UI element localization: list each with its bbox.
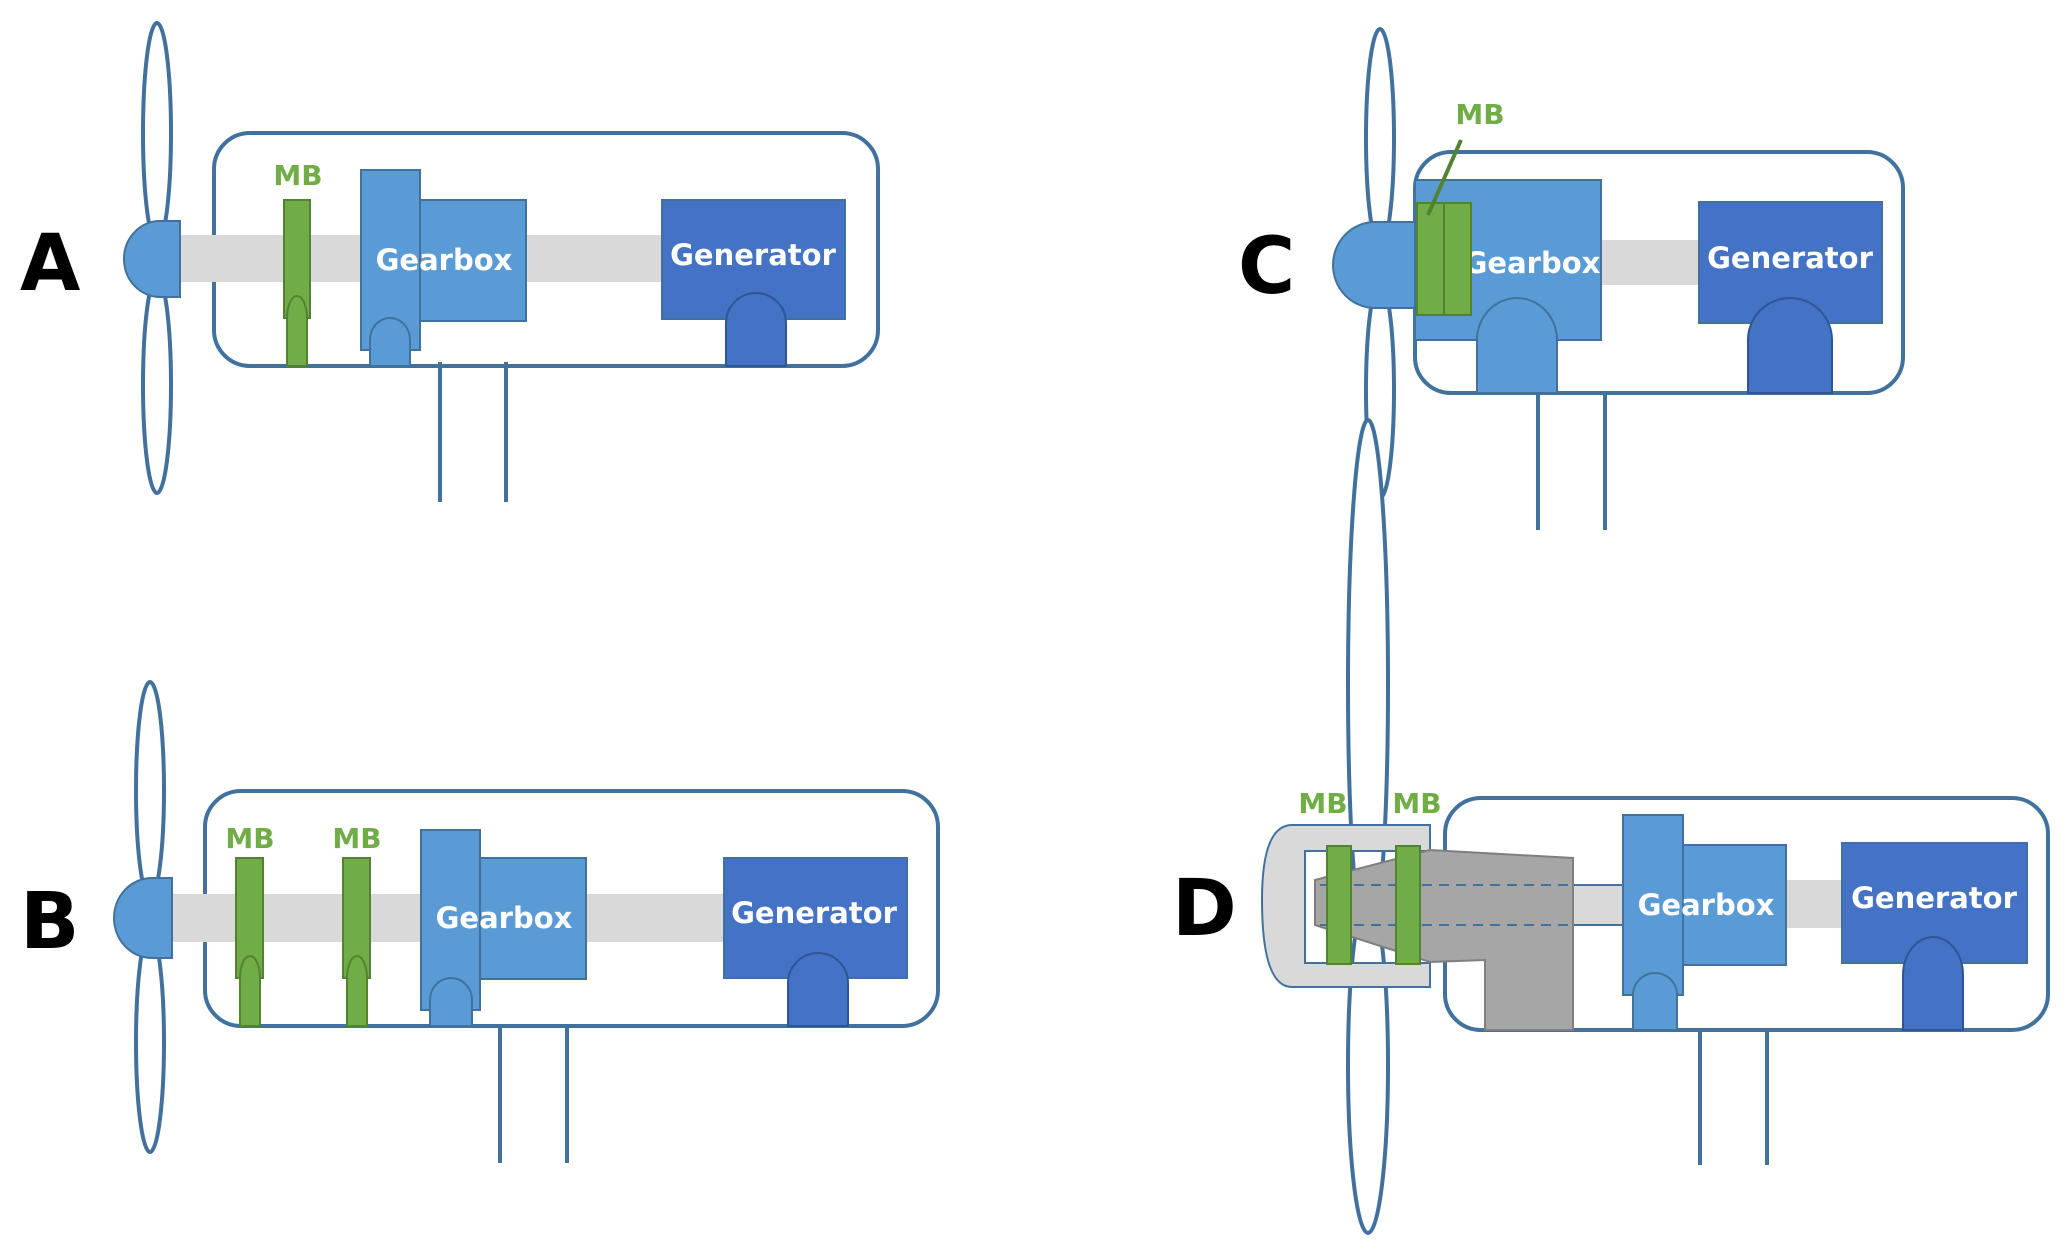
- panel-b-main-shaft: [170, 894, 422, 942]
- panel-d-gearbox: [1622, 814, 1787, 1031]
- panel-b-main-bearing-2: [342, 857, 371, 1027]
- panel-c-blade-top: [1364, 27, 1396, 249]
- panel-c-generator-label: Generator: [1707, 241, 1873, 275]
- panel-a-letter: A: [20, 219, 80, 309]
- panel-c-main-bearing: [1416, 202, 1472, 316]
- panel-b-mb-label-2: MB: [332, 822, 381, 855]
- panel-a-generator-label: Generator: [670, 238, 836, 272]
- panel-a-hub: [123, 220, 181, 298]
- panel-b-hub: [113, 877, 173, 959]
- panel-a-mb-label: MB: [273, 159, 322, 192]
- panel-d-main-bearing-1: [1326, 845, 1352, 965]
- panel-a-main-bearing: [283, 199, 311, 367]
- panel-a-hs-shaft: [525, 235, 664, 282]
- panel-d-hs-shaft: [1782, 880, 1844, 928]
- panel-c-mb-label: MB: [1455, 98, 1504, 131]
- panel-d-letter: D: [1172, 864, 1237, 954]
- panel-c-generator: [1698, 201, 1883, 394]
- panel-b: B MB MB Gearbox Generator: [20, 680, 940, 1163]
- panel-d-main-frame: [1314, 848, 1574, 1031]
- panel-b-blade-top: [134, 680, 166, 900]
- panel-b-mb-label-1: MB: [225, 822, 274, 855]
- panel-b-gearbox: [420, 829, 587, 1027]
- panel-c-gearbox-label: Gearbox: [1464, 246, 1601, 280]
- panel-a-blade-bottom: [141, 275, 173, 495]
- panel-d-mb-label-2: MB: [1392, 787, 1441, 820]
- panel-d-generator-label: Generator: [1851, 881, 2017, 915]
- panel-a: A MB Gearbox Generato: [20, 21, 880, 502]
- panel-b-generator-label: Generator: [731, 896, 897, 930]
- panel-d-gearbox-label: Gearbox: [1638, 888, 1775, 922]
- panel-b-main-bearing-1: [235, 857, 264, 1027]
- panel-b-hs-shaft: [586, 894, 726, 942]
- panel-b-gearbox-label: Gearbox: [436, 901, 573, 935]
- panel-c-hub: [1332, 221, 1419, 309]
- panel-d-mb-label-1: MB: [1298, 787, 1347, 820]
- panel-a-blade-top: [141, 21, 173, 245]
- panel-c-mb-leader-line: [1426, 139, 1463, 216]
- panel-a-gearbox-label: Gearbox: [376, 243, 513, 277]
- panel-c-hs-shaft: [1600, 240, 1700, 285]
- panel-c-letter: C: [1238, 222, 1295, 312]
- panel-b-letter: B: [20, 877, 79, 967]
- panel-d-generator: [1841, 842, 2028, 1031]
- panel-d-main-bearing-2: [1395, 845, 1421, 965]
- panel-a-gearbox: [360, 169, 527, 367]
- panel-a-generator: [661, 199, 846, 367]
- panel-b-blade-bottom: [134, 930, 166, 1154]
- panel-d: D MB MB Gearbox Generator: [1172, 418, 2050, 1235]
- panel-c: C Gearbox MB Generator: [1238, 27, 1905, 530]
- panel-b-generator: [723, 857, 908, 1027]
- panel-d-hub-cover: [1260, 824, 1431, 988]
- panel-a-main-shaft: [178, 235, 363, 282]
